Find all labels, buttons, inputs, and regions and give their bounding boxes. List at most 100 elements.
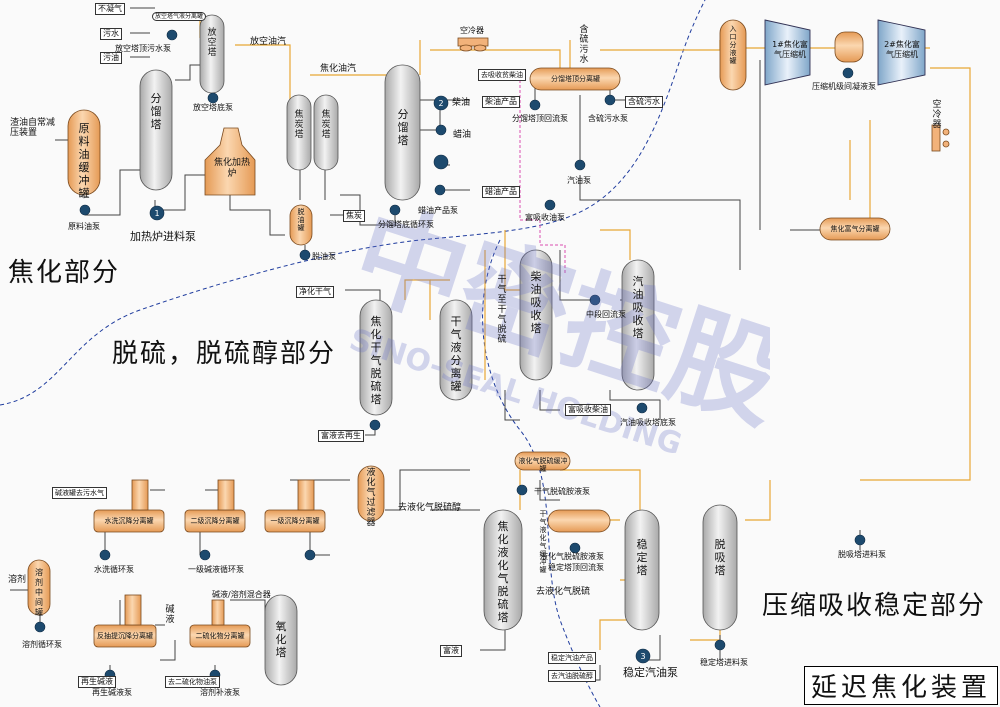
label-stab-reflux: 稳定塔顶回流泵 [548,563,604,572]
label-regen-pump: 再生碱液泵 [92,688,132,697]
box-vent-sep: 放空塔气液分离罐 [152,12,207,21]
label-comp-inter-pump: 压缩机级间凝液泵 [812,82,876,91]
label-air-cooler: 空冷器 [460,26,484,35]
label-caustic: 碱液 [165,605,175,625]
pump-numbers: 1 2 3 [154,99,645,661]
label-lpg-sweet-pump: 液化气脱硫胺液泵 [540,552,604,561]
section-coking: 焦化部分 [8,258,121,288]
label-vent-bottom-pump: 放空塔底泵 [193,103,233,112]
box-no-cond-gas: 不凝气 [95,3,125,15]
label-regen-sep: 反抽提沉降分离罐 [97,632,153,640]
label-coker-gas-desulf: 焦化干气脱硫塔 [370,315,382,406]
box-stab-gasoline-product: 稳定汽油产品 [548,652,596,664]
label-frac-bottom-pump: 分馏塔底循环泵 [378,220,434,229]
label-dewater: 脱油罐 [297,208,305,232]
label-desorber: 脱吸塔 [714,538,726,577]
label-water-wash-pump: 水洗循环泵 [94,565,134,574]
label-stabilizer: 稳定塔 [636,538,648,577]
label-sec-drum: 液化气脱硫缓冲罐 [518,457,568,473]
label-rich-absorb-pump: 富吸收油泵 [525,213,565,222]
orange-vessels [27,19,891,648]
label-solvent-makeup-pump: 溶剂补液泵 [200,688,240,697]
label-wax-oil: 蜡油 [453,130,472,140]
pump-number-2: 2 [438,99,443,108]
drawing-title: 延迟焦化装置 [803,666,998,705]
box-rich-absorb-oil: 富吸收柴油 [565,404,611,416]
label-lpg-dry-drum: 干气液化气缓冲罐 [539,510,547,574]
label-coke2: 焦炭塔 [321,110,331,140]
boundary-coking [0,0,706,406]
label-alk1-pump: 一级碱液循环泵 [188,565,244,574]
label-gasoline-pump: 汽油泵 [567,176,591,185]
label-gas-absorber-pump: 汽油吸收塔底泵 [620,418,676,427]
box-to-gasoline-sweet: 去汽油脱硫醇 [548,670,596,682]
box-dirty-oil: 污油 [100,52,122,64]
label-diesel-absorber: 柴油吸收塔 [530,270,542,335]
label-gasoline-absorber: 汽油吸收塔 [632,275,644,340]
label-desorber-pump: 稳定塔进料泵 [700,658,748,667]
label-to-lpg-mercaptan: 去液化气脱硫醇 [398,503,462,513]
label-oxidizer: 氧化塔 [275,620,287,659]
label-dewater-pump: 脱油泵 [312,252,336,261]
box-diesel-product: 柴油产品 [482,96,520,108]
columns [139,14,738,686]
label-comp2: 2#焦化富气压缩机 [884,40,920,59]
box-wash-water-tank: 碱液罐去污水气 [52,487,107,499]
label-fractionator2: 分馏塔 [397,108,409,147]
label-residue-feed: 渣油自常减压装置 [10,118,56,138]
label-diesel: 柴油 [452,98,471,108]
pump-number-3: 3 [640,652,645,661]
label-rich-gas-sep: 焦化富气分离罐 [830,225,880,233]
label-solvent: 溶剂 [8,575,27,585]
pumps [34,29,866,681]
box-to-absorber-diesel: 去吸收贫柴油 [478,69,526,81]
label-dry-gas-sweet-pump: 干气脱硫胺液泵 [534,487,590,496]
label-vent-tower: 放空塔 [207,28,217,58]
label-to-lpg-desulf: 去液化气脱硫 [536,587,591,597]
label-vent-oil-gas: 放空油汽 [250,37,287,47]
section-compression: 压缩吸收稳定部分 [762,591,987,621]
label-dry-to-desulf: 干气至干气脱硫 [497,275,507,345]
label-lpg-filter: 液化气过滤器 [366,468,376,528]
air-coolers [457,37,950,152]
label-lpg-desulf: 焦化液化气脱硫塔 [497,520,509,624]
box-clean-dry-gas: 净化干气 [296,286,334,298]
label-air-cooler2: 空冷器 [932,100,942,130]
box-wax-product: 蜡油产品 [482,186,520,198]
label-comp1: 1#焦化富气压缩机 [772,40,808,59]
box-sewage: 污水 [100,28,122,40]
label-stab-gasoline-pump: 稳定汽油泵 [623,666,678,679]
box-disulfide-oil-pump: 去二硫化物油泵 [165,676,220,688]
label-wash-sep: 水洗沉降分离罐 [104,517,154,525]
label-caustic-solvent-mixer: 碱液/溶剂混合器 [212,590,271,599]
box-rich-solvent: 富液去再生 [318,430,364,442]
label-fractionator1: 分馏塔 [150,92,162,131]
label-solvent-tank: 溶剂中间罐 [35,568,43,617]
label-inlet-drum: 入口分液罐 [729,25,737,65]
label-desorber-feed-pump: 脱吸塔进料泵 [838,550,886,559]
line-rich-absorb [519,75,566,275]
label-sep2: 二级沉降分离罐 [190,517,240,525]
box-rich-liquid: 富液 [440,645,462,657]
section-desulfur: 脱硫，脱硫醇部分 [112,339,337,369]
label-sep1: 一级沉降分离罐 [270,517,320,525]
label-frac-top-reflux: 分馏塔顶回流泵 [512,114,568,123]
label-raw-oil-pump: 原料油泵 [68,222,100,231]
label-coke-oil-gas: 焦化油汽 [320,64,357,74]
label-wax-pump: 蜡油产品泵 [418,206,458,215]
box-regen-caustic: 再生碱液 [78,676,116,688]
label-coke1: 焦炭塔 [294,110,304,140]
label-raw-tank: 原料油缓冲罐 [78,122,90,200]
label-top-oil-sep: 分馏塔顶分离罐 [551,75,600,83]
label-furnace: 焦化加热炉 [214,158,251,179]
label-solvent-pump: 溶剂循环泵 [22,640,62,649]
pump-number-1: 1 [154,209,159,218]
compressors [764,19,926,86]
label-vent-ovhd-pump: 放空塔顶污水泵 [115,44,171,53]
box-sour-water: 含硫污水 [625,96,663,108]
label-sour-water2: 含硫污水 [579,25,589,65]
label-dry-gas-sep: 干气液分离罐 [450,315,462,393]
box-coke: 焦炭 [343,210,365,222]
